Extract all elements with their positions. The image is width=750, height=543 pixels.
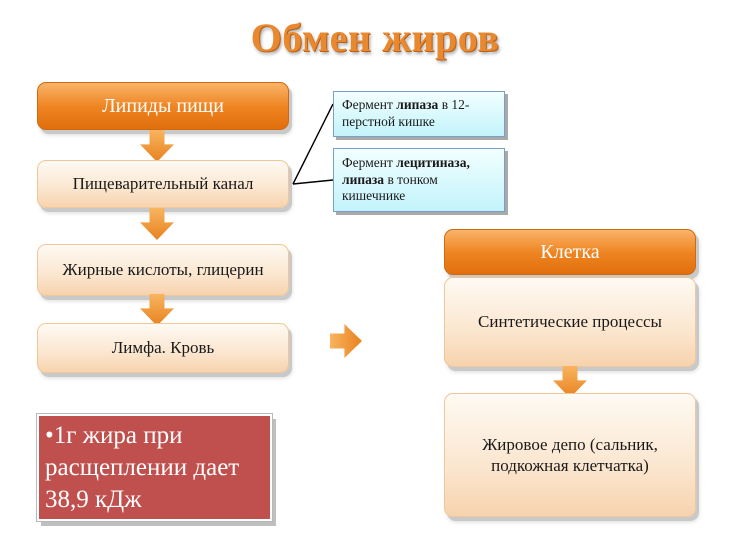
enzyme-lecithinase-prefix: Фермент [342,154,397,170]
enzyme-lipase-callout: Фермент липаза в 12-перстной кишке [333,91,505,137]
enzyme-lecithinase-callout: Фермент лецитиназа, липаза в тонком кише… [333,148,505,212]
energy-note-box: •1г жира при расщеплении дает 38,9 кДж [36,413,273,522]
enzyme-lipase-prefix: Фермент [342,97,397,113]
lymph-blood-box: Лимфа. Кровь [37,323,289,373]
cell-header-box: Клетка [444,229,696,275]
digestive-canal-box: Пищеварительный канал [37,160,289,208]
lipids-food-box: Липиды пищи [37,82,289,130]
enzyme-lipase-name: липаза [396,97,439,113]
enzyme-lipase-text: Фермент липаза в 12-перстной кишке [342,97,496,131]
fatty-acids-box: Жирные кислоты, глицерин [37,244,289,296]
callout-line-2 [292,179,334,185]
enzyme-lecithinase-text: Фермент лецитиназа, липаза в тонком кише… [342,155,496,206]
enzyme-lipase-location: в 12-перстной кишке [342,97,470,129]
fat-depot-box: Жировое депо (сальник, подкожная клетчат… [444,393,696,517]
page-title: Обмен жиров [250,15,500,60]
enzyme-lecithinase-location: в тонком кишечнике [342,171,438,204]
enzyme-lecithinase-name: лецитиназа, липаза [342,154,470,187]
synthetic-processes-box: Синтетические процессы [444,277,696,367]
callout-line-1 [292,103,334,185]
